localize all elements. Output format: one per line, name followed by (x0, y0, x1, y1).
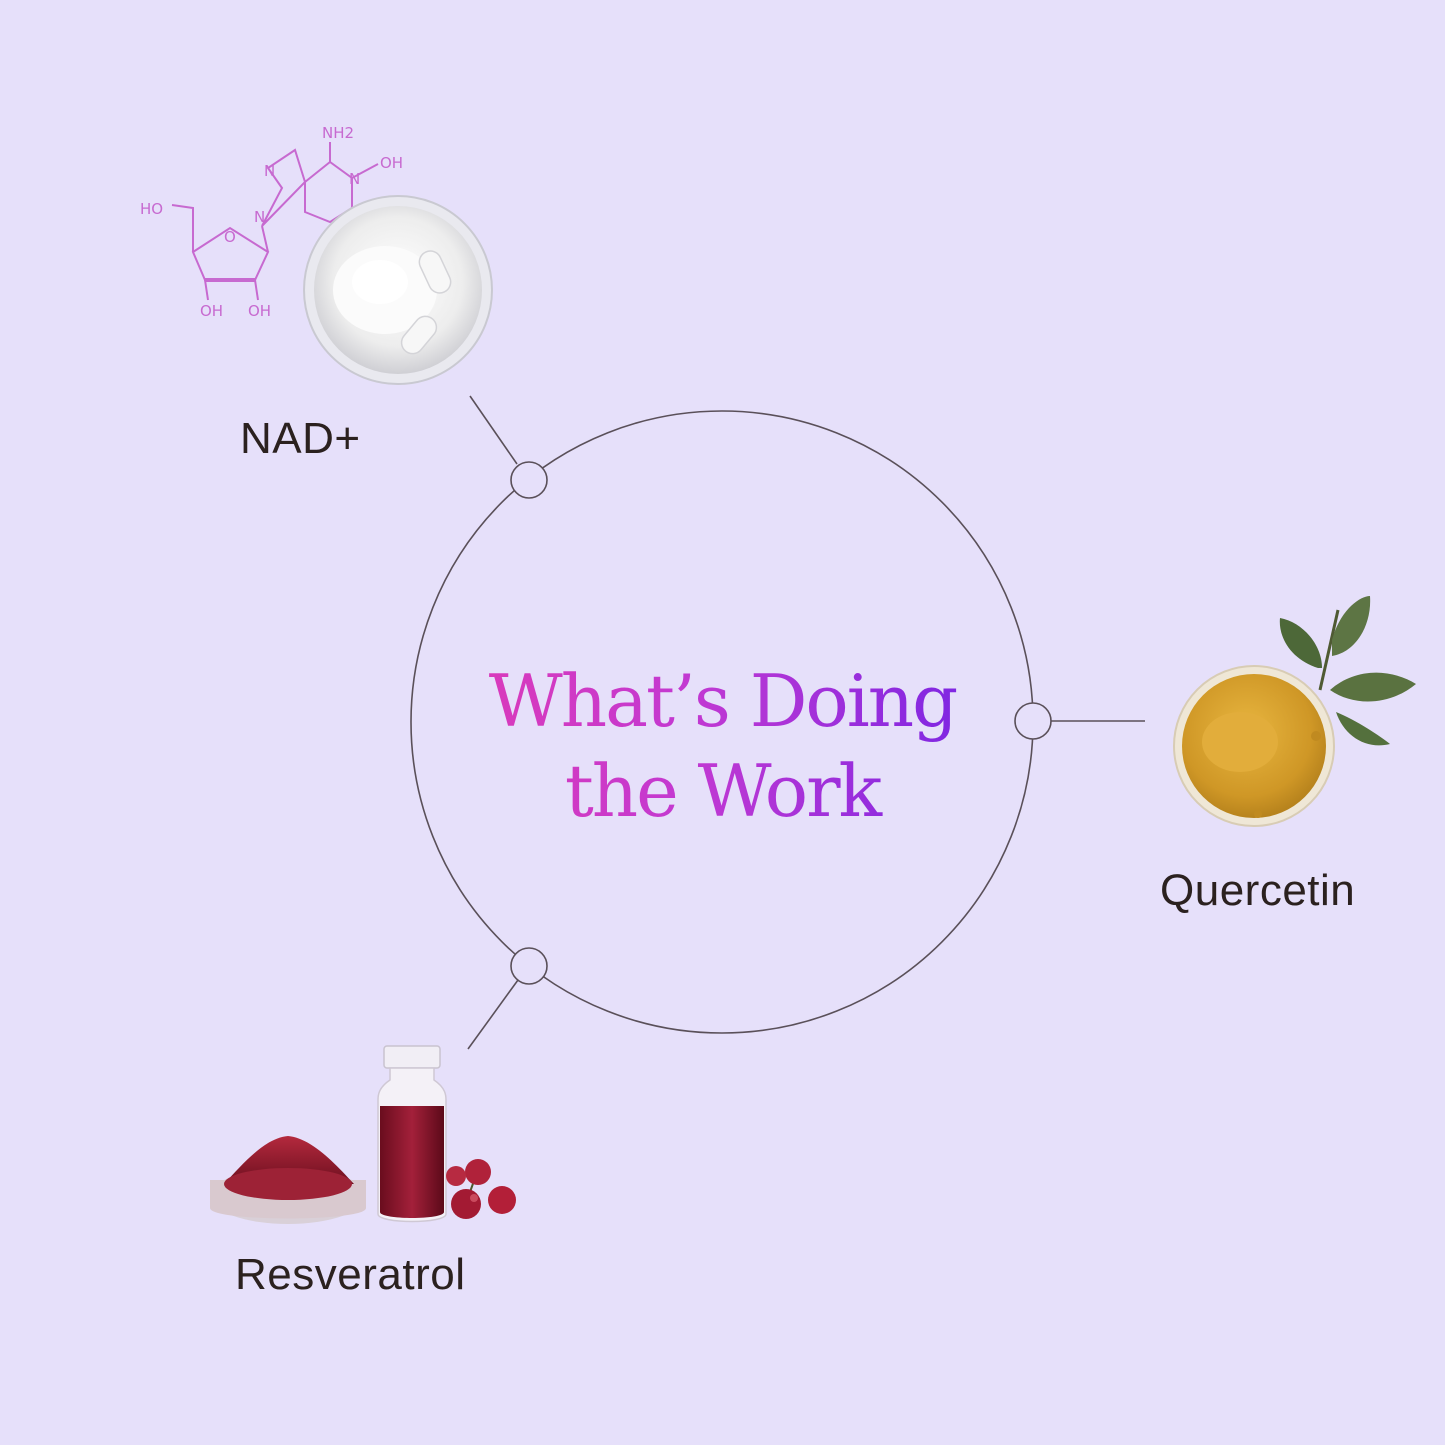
connector-node-resveratrol (510, 947, 548, 985)
atom-label: N (264, 162, 275, 180)
atom-label: OH (380, 154, 403, 172)
connector-node-nad (510, 461, 548, 499)
atom-label: HO (140, 200, 163, 218)
ingredient-label-nad: NAD+ (240, 414, 361, 463)
atom-label: OH (200, 302, 223, 320)
resveratrol-image (210, 1045, 516, 1224)
atom-label: N (254, 208, 265, 226)
connector-diagram (410, 395, 1145, 1050)
quercetin-powder-image (1173, 596, 1416, 827)
atom-label: O (224, 228, 236, 246)
connector-node-quercetin (1014, 702, 1052, 740)
title-line-2: the Work (564, 749, 881, 833)
connector-line-resveratrol (467, 979, 519, 1050)
atom-label: N (349, 170, 360, 188)
nad-molecule-atoms: NH2 OH N N N N HO O OH OH (140, 124, 403, 320)
diagram-title: What’s Doing the Work (420, 656, 1025, 836)
ingredient-label-quercetin: Quercetin (1160, 866, 1356, 915)
nad-powder-dish-image (303, 195, 493, 385)
ingredient-label-resveratrol: Resveratrol (235, 1250, 466, 1299)
atom-label: NH2 (322, 124, 354, 142)
nad-molecule-structure (171, 142, 379, 301)
atom-label: OH (248, 302, 271, 320)
title-line-1: What’s Doing (488, 659, 957, 743)
connector-line-nad (469, 395, 518, 465)
